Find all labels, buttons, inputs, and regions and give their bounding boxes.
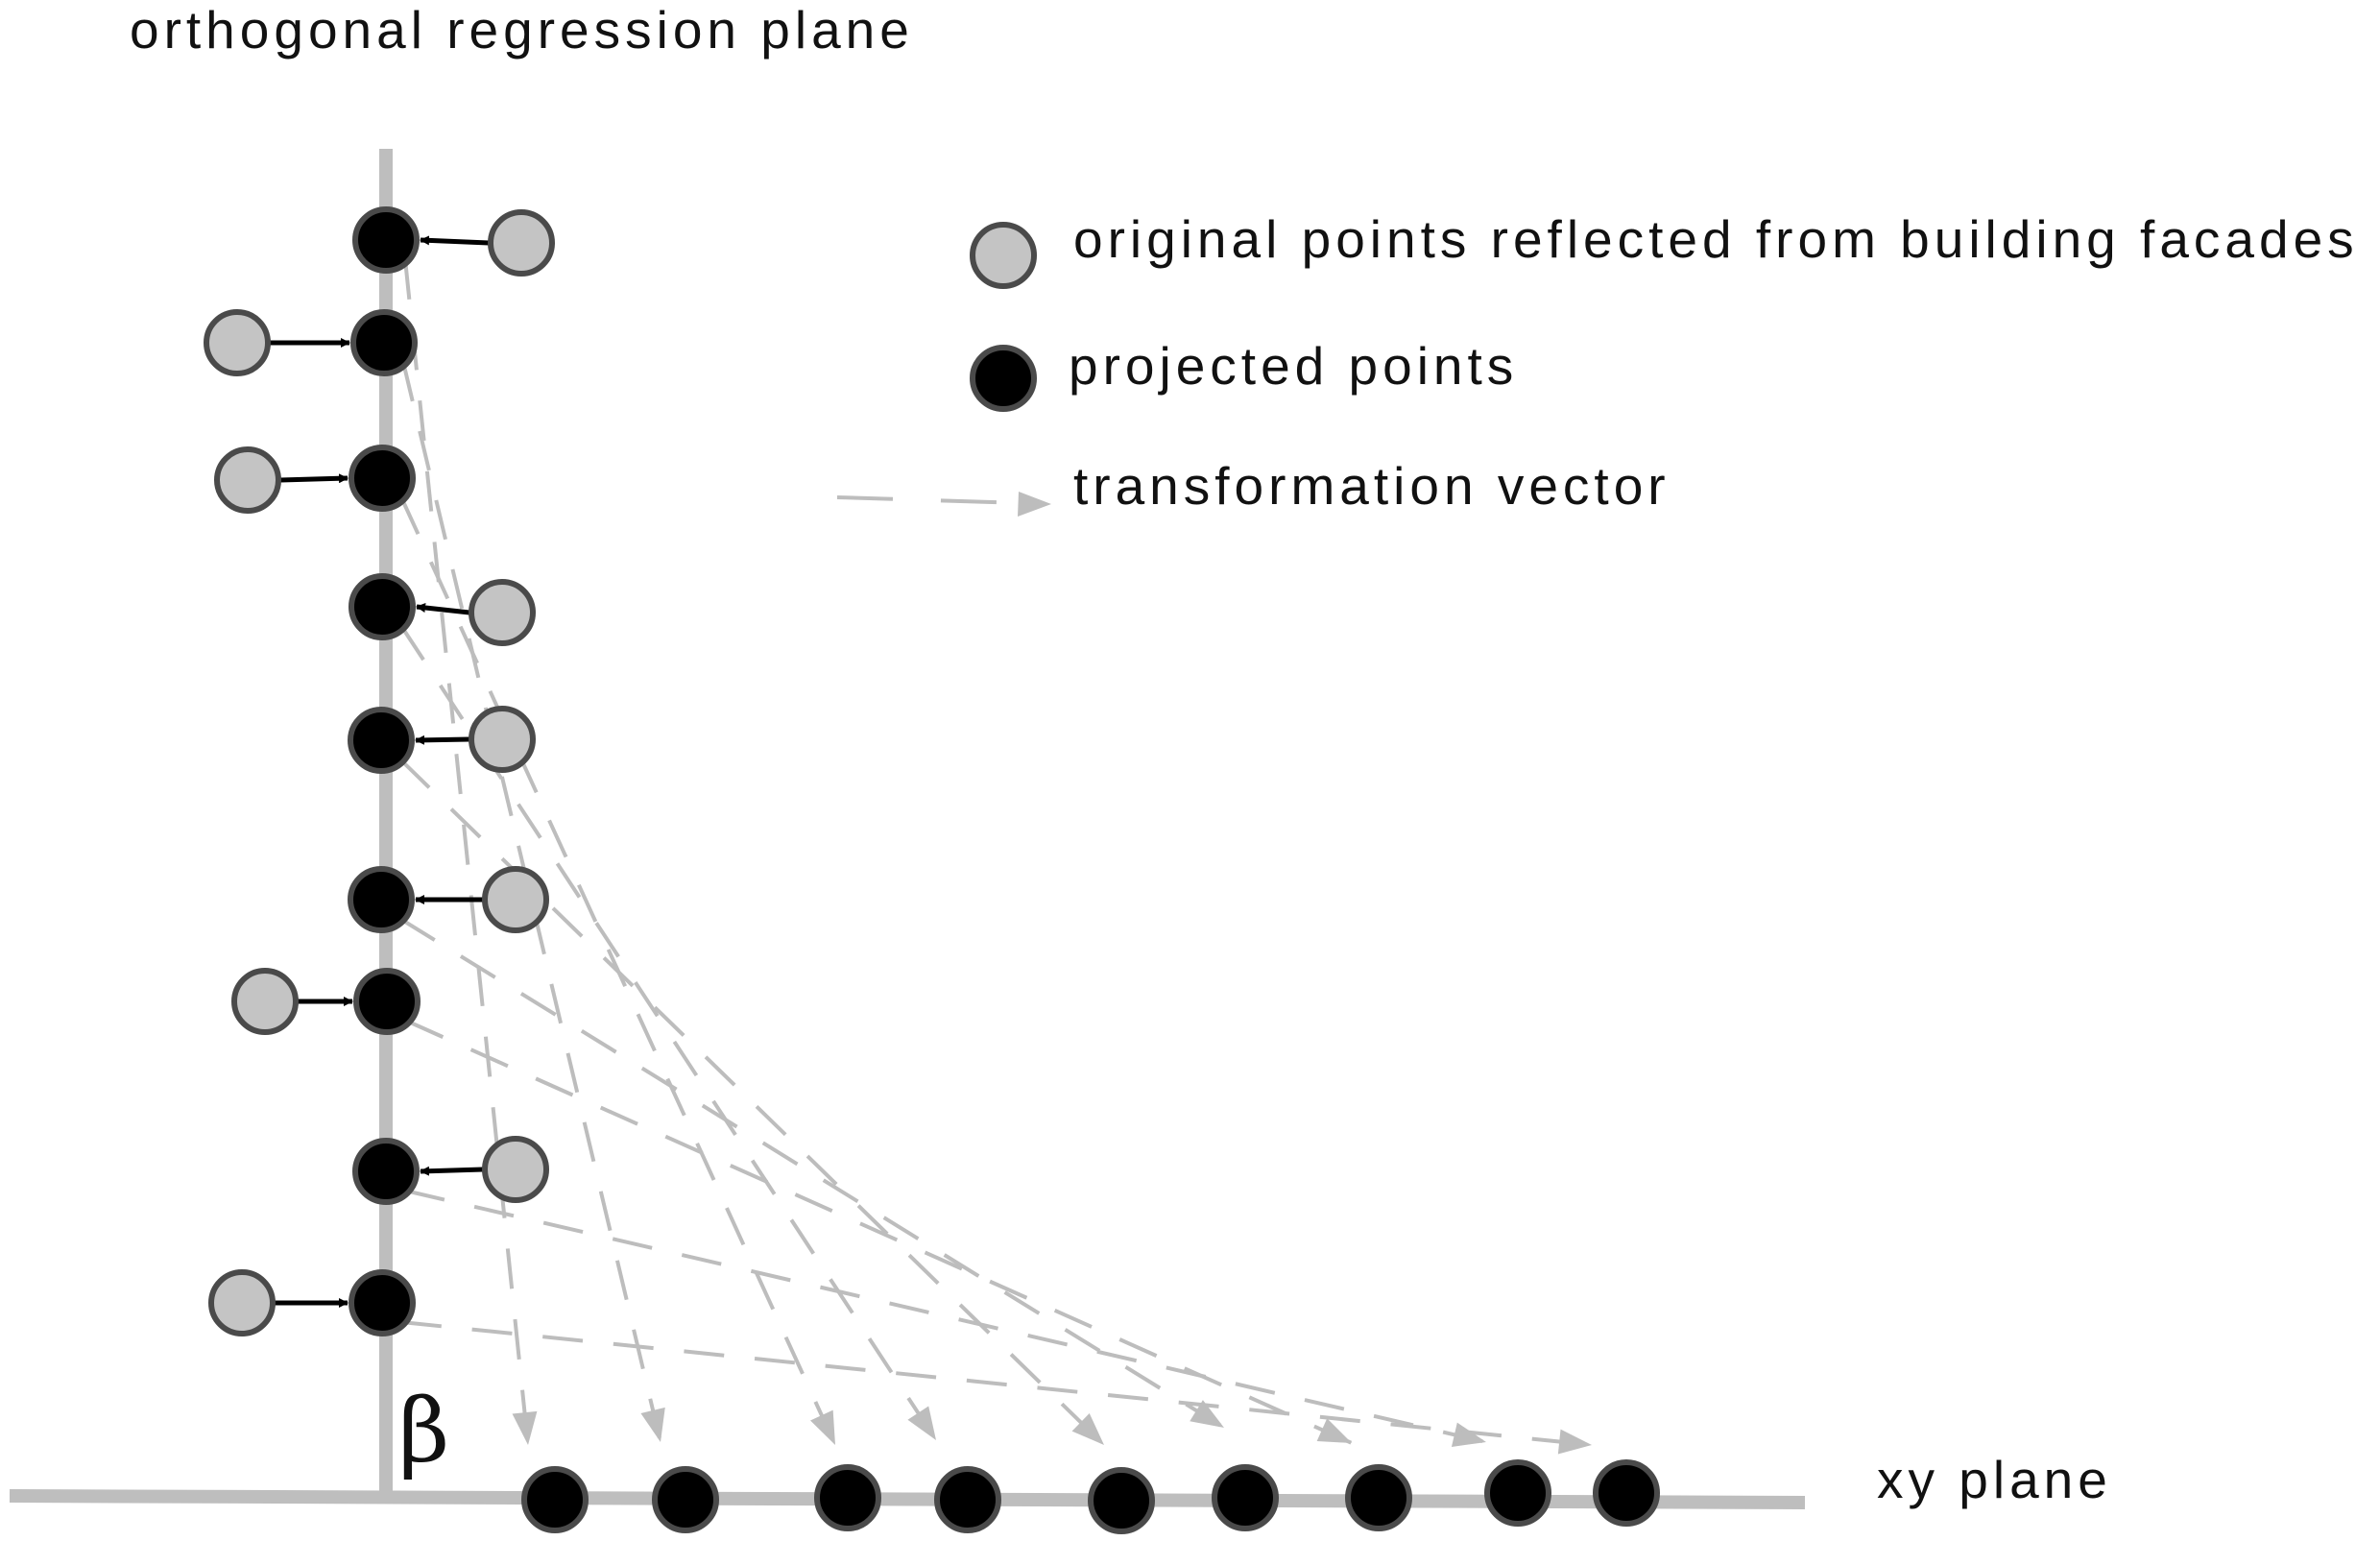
projection-arrow (420, 235, 490, 246)
original-point (488, 209, 555, 277)
xy-plane-point (652, 1466, 719, 1533)
projection-arrow (415, 734, 470, 745)
original-point (231, 968, 299, 1035)
legend-projected-label: projected points (1069, 336, 1518, 396)
transformation-vector-arrowhead (1316, 1418, 1352, 1443)
projected-point (352, 1138, 420, 1205)
xy-plane-label: xy plane (1877, 1450, 2112, 1509)
legend-vector-label: transformation vector (1073, 456, 1671, 516)
original-point (214, 446, 281, 514)
transformation-vector (400, 1320, 1593, 1447)
transformation-vector-arrowhead (1071, 1412, 1104, 1445)
original-points (204, 209, 555, 1336)
legend-original-label: original points reflected from building … (1073, 209, 2359, 269)
transformation-vector-arrowhead (810, 1409, 835, 1445)
projected-point (349, 1269, 416, 1336)
legend: original points reflected from building … (836, 209, 2359, 517)
xy-plane-point (1088, 1467, 1155, 1534)
projection-arrows (270, 235, 490, 1308)
projected-point (352, 206, 420, 274)
projected-point (353, 968, 421, 1035)
projected-point (350, 309, 418, 376)
transformation-vectors (398, 258, 1593, 1455)
legend-projected-point-marker (970, 345, 1037, 412)
transformation-vector-arrowhead (1190, 1400, 1224, 1428)
original-point (469, 579, 536, 646)
transformation-vector-arrowhead (1557, 1429, 1592, 1455)
projected-point (349, 573, 416, 640)
xy-plane-points (521, 1459, 1660, 1534)
transformation-vector-arrowhead (907, 1406, 936, 1440)
projected-point (348, 707, 415, 774)
plane-title: orthogonal regression plane (130, 0, 914, 60)
projection-arrow (420, 1166, 484, 1176)
transformation-vector (404, 1189, 1487, 1444)
xy-plane-point (814, 1464, 881, 1531)
angle-beta-label: β (398, 1380, 449, 1482)
xy-plane-point (934, 1466, 1001, 1533)
original-point (469, 706, 536, 773)
original-point (208, 1269, 276, 1336)
projected-point (349, 445, 416, 512)
original-point (204, 309, 271, 376)
transformation-vector (403, 258, 530, 1446)
xy-plane-point (521, 1466, 589, 1533)
transformation-vector-arrowhead (640, 1407, 665, 1442)
legend-vector-arrowhead (1018, 492, 1051, 517)
xy-plane-point (1484, 1459, 1551, 1527)
projection-arrow (416, 603, 470, 615)
xy-plane-point (1593, 1459, 1660, 1527)
xy-plane-point (1345, 1464, 1412, 1531)
transformation-vector (401, 361, 662, 1443)
original-point (482, 1136, 549, 1203)
xy-plane-point (1212, 1464, 1279, 1531)
transformation-vector-arrowhead (1451, 1422, 1486, 1447)
projected-points (348, 206, 421, 1336)
projection-arrow (279, 473, 349, 484)
transformation-vector (398, 758, 1106, 1447)
transformation-vector-arrowhead (512, 1410, 538, 1445)
legend-original-point-marker (970, 222, 1037, 289)
projected-point (348, 866, 415, 933)
legend-transformation-vector-marker (836, 492, 1051, 517)
legend-vector-line (836, 495, 1023, 505)
transformation-vector (398, 917, 1226, 1430)
original-point (482, 866, 549, 933)
transformation-vector (405, 1019, 1353, 1445)
